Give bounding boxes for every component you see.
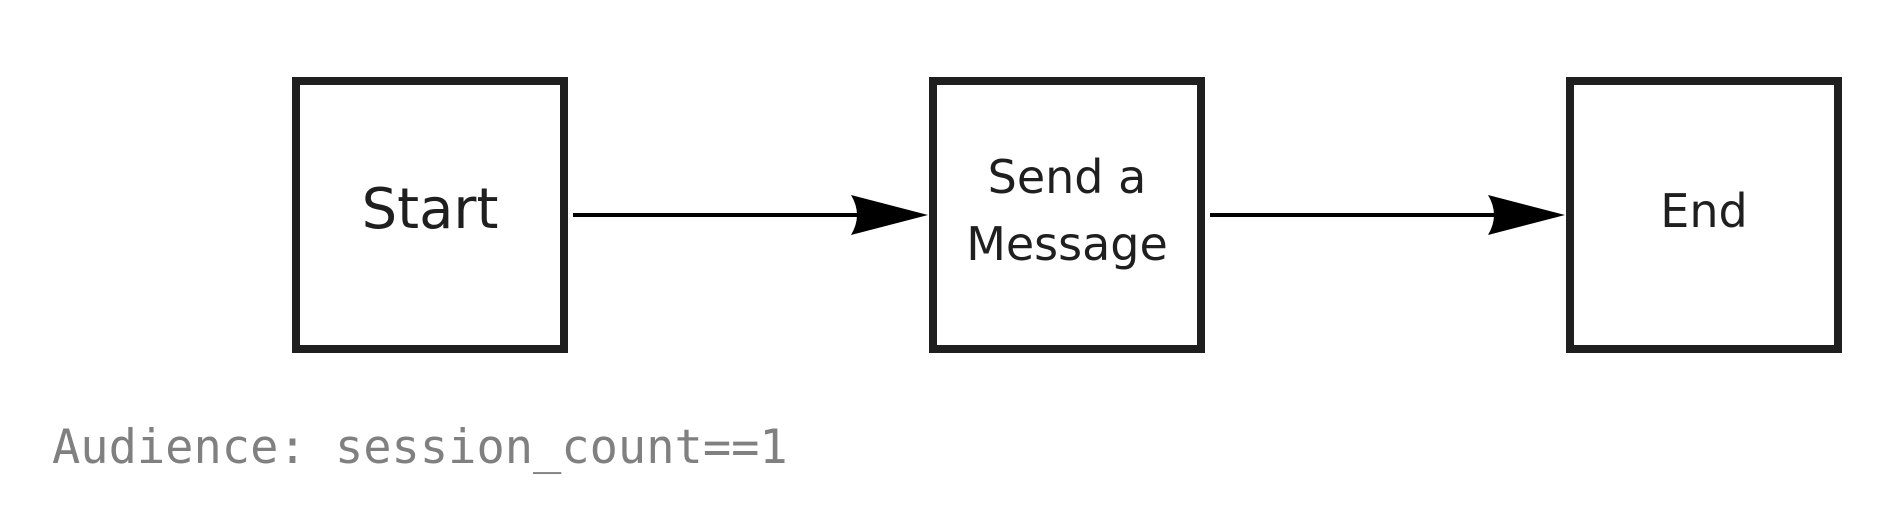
edge-start-to-send <box>573 195 928 235</box>
node-send-message-label-line-1: Send a <box>988 150 1147 204</box>
edge-start-to-send-arrowhead <box>851 195 928 235</box>
audience-condition-label: Audience: session_count==1 <box>52 420 788 475</box>
node-start-box <box>292 77 568 353</box>
node-send-message-box <box>929 77 1205 353</box>
node-start[interactable]: Start <box>292 77 568 353</box>
node-end-label: End <box>1660 184 1747 238</box>
edge-send-to-end <box>1210 195 1565 235</box>
node-end-box <box>1566 77 1842 353</box>
node-end[interactable]: End <box>1566 77 1842 353</box>
node-send-message-label-line-2: Message <box>966 217 1168 271</box>
edge-send-to-end-arrowhead <box>1488 195 1565 235</box>
node-start-label: Start <box>362 177 499 242</box>
node-send-message[interactable]: Send a Message <box>929 77 1205 353</box>
